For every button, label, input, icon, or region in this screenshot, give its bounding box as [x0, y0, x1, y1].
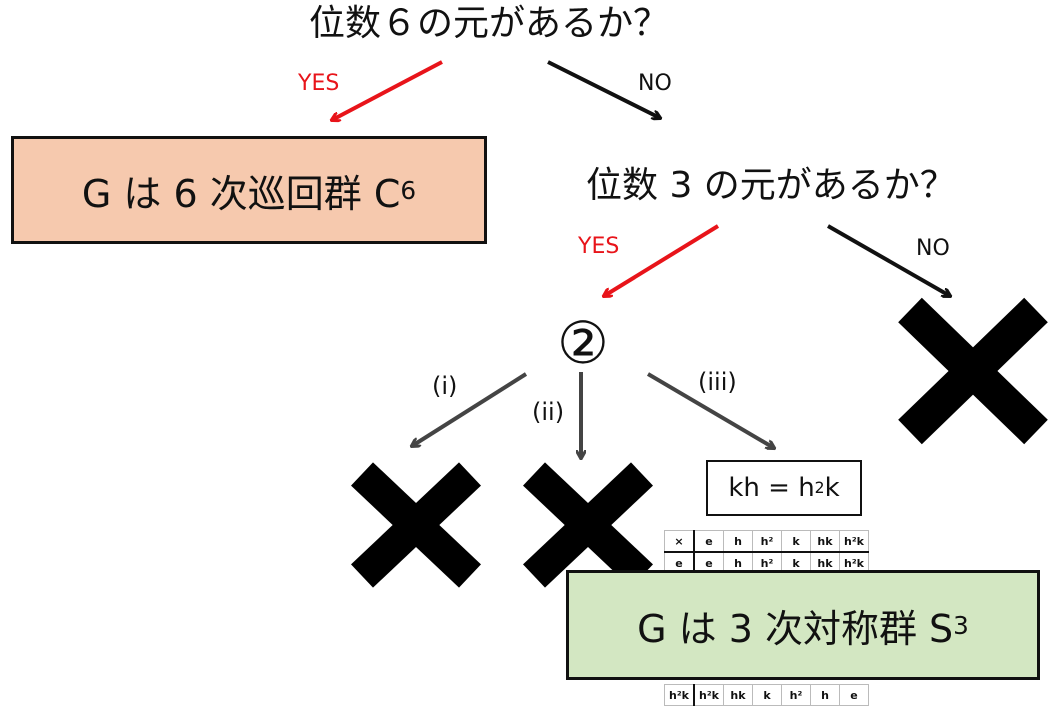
table-cell: k — [781, 530, 811, 553]
table-cell: h²k — [839, 551, 869, 574]
case-marker: ② — [557, 309, 609, 377]
table-cell: h² — [752, 530, 782, 553]
no-arrow-mid — [827, 224, 950, 296]
table-cell: h²k — [839, 530, 869, 553]
cross-mark-i — [351, 462, 481, 588]
sub-case-ii-label: (ii) — [532, 398, 565, 426]
yes-label-mid: YES — [578, 234, 620, 259]
no-label-mid: NO — [916, 236, 950, 261]
table-cell: h — [810, 684, 840, 706]
yes-arrow-top — [332, 60, 443, 120]
cross-mark-ii — [523, 462, 653, 588]
result-cyclic-text: G は 6 次巡回群 C — [81, 171, 401, 216]
result-symmetric-text: G は 3 次対称群 S — [637, 606, 954, 651]
cayley-header-row: × e h h² k hk h²k — [664, 530, 869, 553]
question-order-6: 位数６の元があるか？ — [309, 3, 670, 44]
yes-label-top: YES — [298, 71, 340, 96]
cayley-table-top: × e h h² k hk h²k e e h h² k hk h²k — [664, 530, 869, 574]
table-cell: hk — [810, 530, 840, 553]
cayley-table-bottom: h²k h²k hk k h² h e — [664, 684, 869, 706]
cayley-row-e: e e h h² k hk h²k — [664, 551, 869, 574]
sub-case-i-label: (i) — [432, 372, 458, 400]
table-cell: h²k — [693, 684, 724, 706]
sub-arrow-iii — [646, 372, 774, 448]
cayley-row-h2k: h²k h²k hk k h² h e — [664, 684, 869, 706]
table-cell: × — [664, 530, 695, 553]
result-cyclic-subscript: 6 — [400, 175, 417, 205]
table-cell: h — [723, 530, 753, 553]
result-symmetric-subscript: 3 — [953, 610, 969, 640]
table-cell: hk — [723, 684, 753, 706]
sub-case-iii-label: (iii) — [698, 368, 737, 396]
relation-rhs: k — [824, 473, 840, 503]
table-cell: h²k — [664, 684, 695, 706]
no-label-top: NO — [638, 71, 672, 96]
table-cell: e — [693, 530, 724, 553]
table-cell: e — [839, 684, 869, 706]
table-cell: k — [752, 684, 782, 706]
cross-mark-no — [898, 297, 1048, 445]
sub-arrow-i — [412, 372, 528, 446]
question-order-3: 位数 3 の元があるか？ — [586, 165, 956, 206]
table-cell: h² — [781, 684, 811, 706]
yes-arrow-mid — [604, 224, 720, 296]
no-arrow-top — [547, 60, 660, 118]
relation-lhs: kh = h — [728, 473, 815, 503]
table-cell: e — [664, 551, 695, 574]
